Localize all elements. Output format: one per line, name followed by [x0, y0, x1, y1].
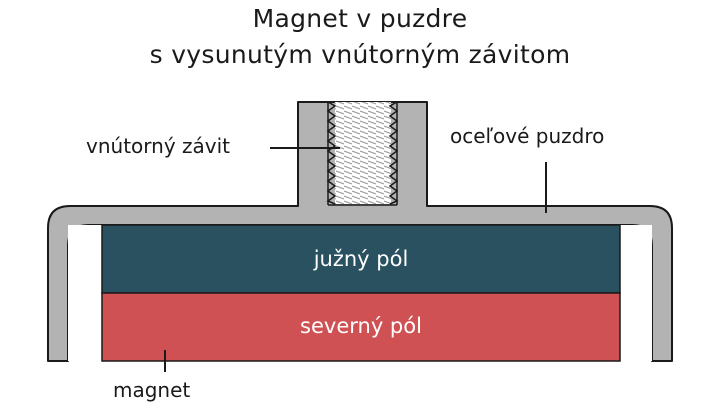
right-gap — [620, 225, 652, 361]
title-line-1: Magnet v puzdre — [252, 4, 468, 33]
title-line-2: s vysunutým vnútorným závitom — [149, 40, 571, 69]
thread-label: vnútorný závit — [86, 134, 230, 158]
magnet-label: magnet — [113, 378, 191, 402]
north-pole-label: severný pól — [300, 314, 422, 338]
south-pole-block — [101, 224, 621, 294]
south-pole-label: južný pól — [313, 247, 409, 271]
left-gap — [68, 225, 102, 361]
internal-thread — [326, 101, 399, 206]
housing-label: oceľové puzdro — [450, 124, 605, 148]
north-pole-block — [101, 292, 621, 362]
